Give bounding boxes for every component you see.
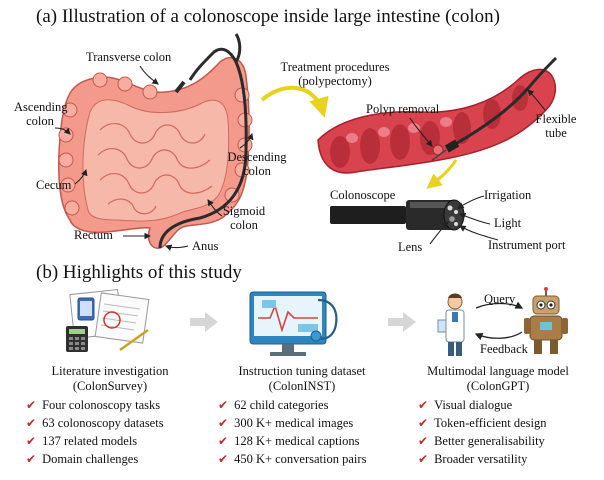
- check-icon: ✔: [26, 434, 37, 448]
- column-title-line1: Multimodal language model: [427, 364, 569, 378]
- colonoscope-tube-in-colon: [158, 47, 248, 249]
- tip-annotation-arrows: [429, 195, 499, 245]
- section-a-title: (a) Illustration of a colonoscope inside…: [36, 6, 500, 27]
- check-icon: ✔: [218, 416, 229, 430]
- label-instrument-port: Instrument port: [488, 238, 566, 252]
- list-item: ✔62 child categories: [218, 398, 329, 412]
- list-item: ✔300 K+ medical images: [218, 416, 354, 430]
- label-sigmoid-colon: Sigmoid colon: [222, 204, 266, 232]
- column-title-line2: (ColonGPT): [466, 378, 530, 393]
- label-query: Query: [484, 292, 516, 306]
- check-icon: ✔: [26, 398, 37, 412]
- label-irrigation: Irrigation: [484, 188, 532, 202]
- column-title-dataset: Instruction tuning dataset (ColonINST): [212, 364, 392, 393]
- check-icon: ✔: [218, 398, 229, 412]
- check-icon: ✔: [418, 452, 429, 466]
- section-b-title: (b) Highlights of this study: [36, 262, 242, 283]
- check-icon: ✔: [218, 434, 229, 448]
- label-lens: Lens: [398, 240, 423, 254]
- label-ascending-colon: Ascending colon: [14, 100, 68, 128]
- scope-in-zoom: [451, 56, 558, 148]
- robot-icon: [524, 287, 568, 354]
- list-item: ✔Better generalisability: [418, 434, 545, 448]
- check-icon: ✔: [418, 398, 429, 412]
- check-icon: ✔: [418, 416, 429, 430]
- column-title-line2: (ColonINST): [268, 378, 336, 393]
- check-icon: ✔: [26, 416, 37, 430]
- label-descending-colon: Descending colon: [227, 150, 287, 178]
- colonoscope-tip: [330, 199, 465, 231]
- chevron-arrow-1: [190, 312, 218, 332]
- list-item: ✔Visual dialogue: [418, 398, 513, 412]
- zoom-annotation-arrows: [409, 89, 546, 147]
- highlight-list-dataset: ✔62 child categories ✔300 K+ medical ima…: [218, 396, 366, 468]
- dialogue-arrows: [474, 301, 524, 341]
- label-colonoscope: Colonoscope: [330, 188, 396, 202]
- small-intestine-loops: [97, 123, 213, 215]
- list-item: ✔137 related models: [26, 434, 138, 448]
- column-title-model: Multimodal language model (ColonGPT): [408, 364, 588, 393]
- zoomed-colon-section: [317, 56, 558, 174]
- label-cecum: Cecum: [36, 178, 72, 192]
- check-icon: ✔: [26, 452, 37, 466]
- label-treatment-procedures: Treatment procedures (polypectomy): [280, 60, 390, 88]
- column-title-line1: Instruction tuning dataset: [238, 364, 366, 378]
- column-title-literature: Literature investigation (ColonSurvey): [20, 364, 200, 393]
- colon-illustration: [58, 33, 253, 249]
- check-icon: ✔: [418, 434, 429, 448]
- label-feedback: Feedback: [480, 342, 528, 356]
- label-anus: Anus: [192, 239, 219, 253]
- chevron-arrow-2: [388, 312, 416, 332]
- label-rectum: Rectum: [74, 228, 113, 242]
- dataset-icon: [249, 291, 338, 356]
- list-item: ✔63 colonoscopy datasets: [26, 416, 164, 430]
- label-transverse-colon: Transverse colon: [86, 50, 172, 64]
- list-item: ✔450 K+ conversation pairs: [218, 452, 367, 466]
- doctor-icon: [437, 293, 465, 356]
- highlight-list-literature: ✔Four colonoscopy tasks ✔63 colonoscopy …: [26, 396, 164, 468]
- check-icon: ✔: [218, 452, 229, 466]
- colon-annotation-arrows: [54, 65, 254, 251]
- list-item: ✔Domain challenges: [26, 452, 139, 466]
- zoom-arrow: [260, 85, 329, 118]
- list-item: ✔Token-efficient design: [418, 416, 547, 430]
- literature-icon: [66, 289, 150, 352]
- highlight-list-model: ✔Visual dialogue ✔Token-efficient design…: [418, 396, 546, 468]
- list-item: ✔Broader versatility: [418, 452, 528, 466]
- list-item: ✔Four colonoscopy tasks: [26, 398, 161, 412]
- label-light: Light: [494, 216, 522, 230]
- label-polyp-removal: Polyp removal: [366, 102, 440, 116]
- column-title-line1: Literature investigation: [51, 364, 169, 378]
- column-title-line2: (ColonSurvey): [72, 378, 148, 393]
- label-flexible-tube: Flexible tube: [535, 112, 577, 140]
- list-item: ✔128 K+ medical captions: [218, 434, 360, 448]
